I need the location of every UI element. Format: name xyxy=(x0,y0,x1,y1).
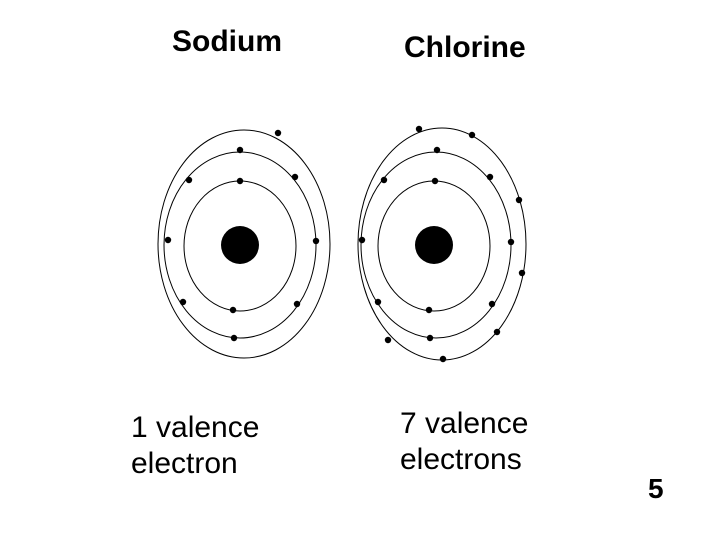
chlorine-electron xyxy=(431,177,439,185)
chlorine-caption-line-1: 7 valence xyxy=(400,407,529,440)
chlorine-valence-electron xyxy=(493,328,501,336)
chlorine-valence-electron xyxy=(384,336,392,344)
sodium-electron xyxy=(291,173,299,181)
sodium-nucleus xyxy=(221,226,259,264)
chlorine-valence-electron xyxy=(439,355,447,363)
chlorine-title: Chlorine xyxy=(404,31,526,64)
sodium-electron xyxy=(229,306,237,314)
sodium-electron xyxy=(179,298,187,306)
sodium-electron xyxy=(293,300,301,308)
sodium-title: Sodium xyxy=(172,25,282,58)
chlorine-electron xyxy=(433,146,441,154)
sodium-electron xyxy=(164,236,172,244)
chlorine-valence-electron xyxy=(415,125,423,133)
chlorine-electron xyxy=(426,334,434,342)
sodium-electron xyxy=(230,334,238,342)
sodium-valence-electron xyxy=(274,129,282,137)
chlorine-caption-line-2: electrons xyxy=(400,443,522,476)
sodium-atom xyxy=(157,129,331,359)
sodium-electron xyxy=(185,176,193,184)
sodium-shell-3 xyxy=(157,129,331,359)
chlorine-atom xyxy=(357,125,527,363)
chlorine-valence-electron xyxy=(515,196,523,204)
chlorine-valence-caption: 7 valence electrons xyxy=(400,406,528,478)
chlorine-electron xyxy=(358,236,366,244)
sodium-valence-caption: 1 valence electron xyxy=(131,410,259,482)
chlorine-electron xyxy=(486,173,494,181)
sodium-electron xyxy=(236,146,244,154)
sodium-caption-line-2: electron xyxy=(131,447,238,480)
sodium-electron xyxy=(312,237,320,245)
chlorine-valence-electron xyxy=(468,131,476,139)
chlorine-nucleus xyxy=(415,226,453,264)
sodium-caption-line-1: 1 valence xyxy=(131,411,260,444)
chlorine-electron xyxy=(425,306,433,314)
chlorine-electron xyxy=(507,238,515,246)
chlorine-electron xyxy=(374,298,382,306)
chlorine-electron xyxy=(380,176,388,184)
chlorine-valence-electron xyxy=(518,269,526,277)
chlorine-electron xyxy=(488,300,496,308)
sodium-electron xyxy=(236,177,244,185)
slide-number: 5 xyxy=(648,473,664,504)
